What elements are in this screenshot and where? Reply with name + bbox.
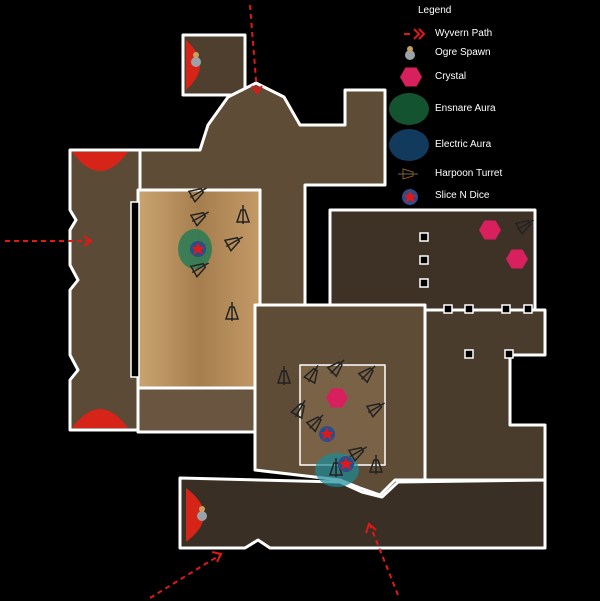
slice-n-dice-icon [338,456,354,472]
legend-slice-n-dice: Slice N Dice [435,190,490,201]
central-room [136,188,262,390]
legend-ensnare-aura: Ensnare Aura [435,103,496,114]
right-complex [328,208,537,312]
legend-icons [389,28,429,205]
slice-n-dice-icon [319,426,335,442]
legend-electric-aura: Electric Aura [435,139,492,150]
right-strip [423,308,547,482]
legend-crystal: Crystal [435,71,467,82]
lower-left-steps [136,386,257,434]
ogre-spawn-icon [405,46,415,60]
legend-harpoon-turret: Harpoon Turret [435,168,503,179]
red-double-arrow-icon [404,28,426,40]
ogre-spawn-icon [191,52,207,521]
green-circle-icon [389,93,429,125]
bottom-corridor [178,476,547,550]
electric-aura [315,453,359,487]
inner-room [299,364,386,466]
wyvern-arrowheads [83,85,377,563]
legend-title: Legend [418,5,452,16]
blue-circle-icon [389,129,429,161]
harpoon-turret-icon [398,168,418,180]
slice-n-dice-icon [190,241,206,257]
legend: Legend Wyvern Path Ogre Spawn Crystal En… [385,0,600,215]
legend-wyvern-path: Wyvern Path [435,28,493,39]
pillars [130,201,533,378]
legend-ogre-spawn: Ogre Spawn [435,47,491,58]
left-hall [68,148,142,432]
wyvern-paths [5,4,399,599]
